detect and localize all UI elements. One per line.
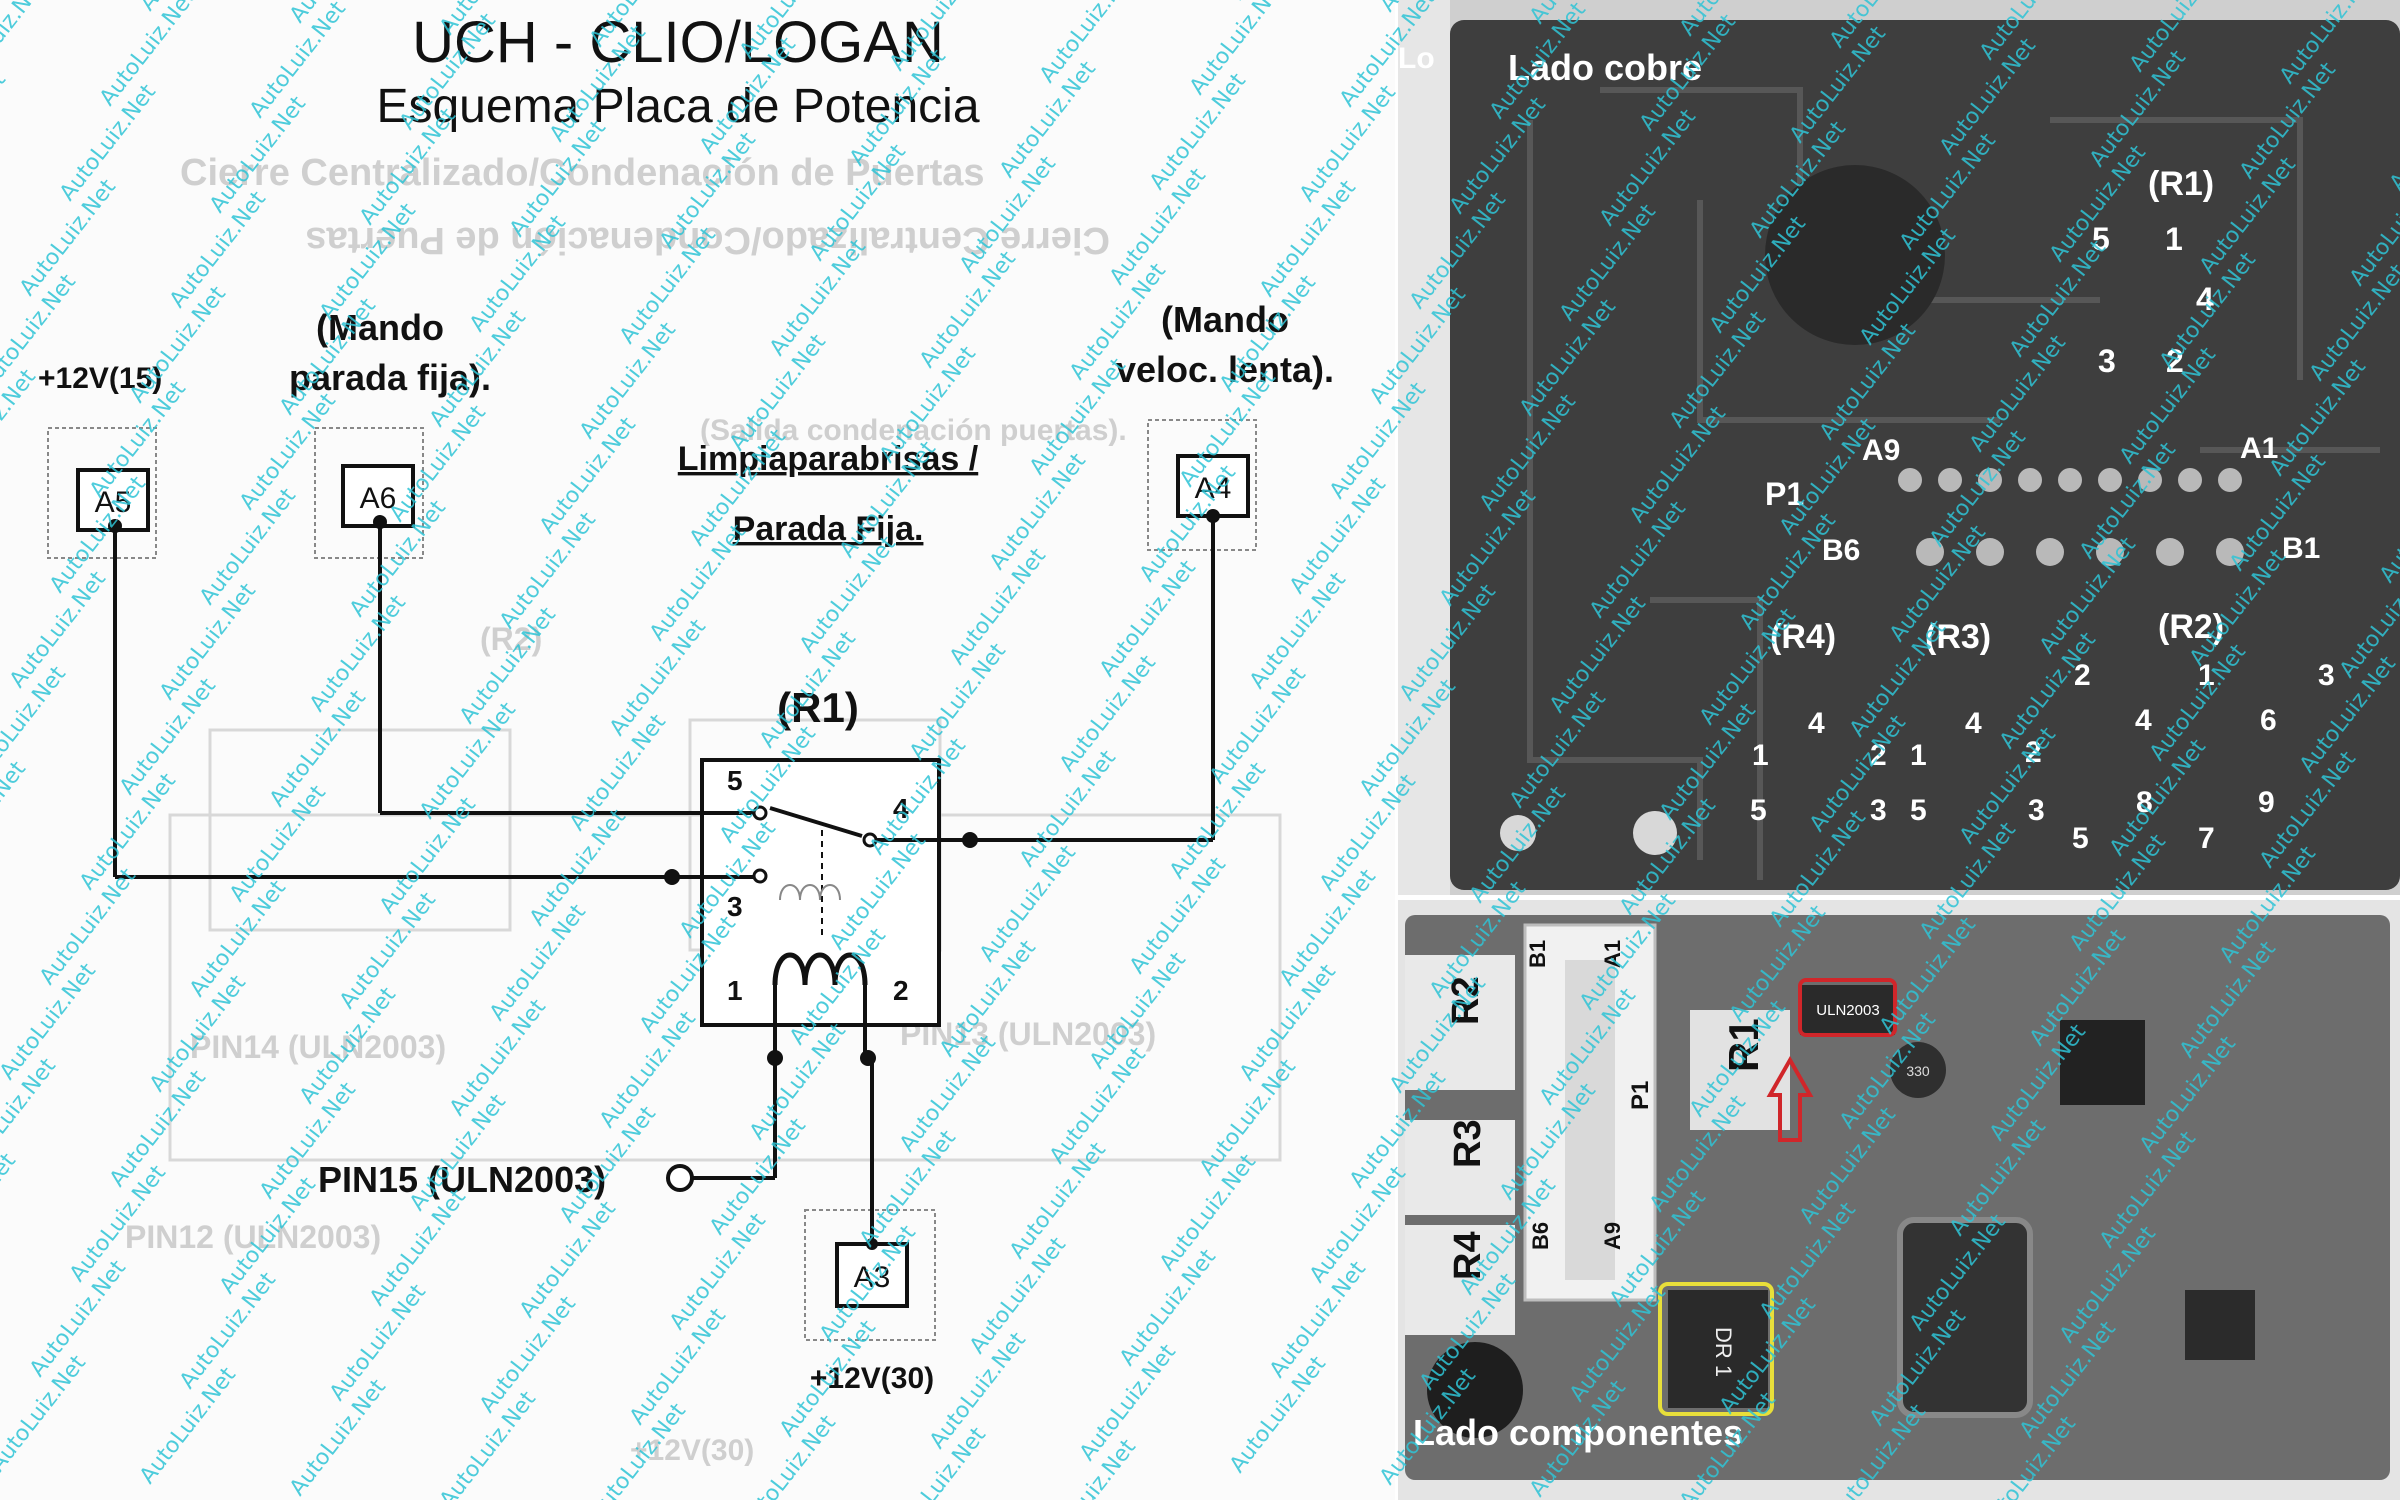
svg-text:2: 2 [1870, 739, 1887, 772]
pin-a3: A3 [804, 1209, 936, 1341]
copper-relay-r1: (R1) [2148, 165, 2214, 203]
comp-relay-r2: R2 [1445, 976, 1487, 1025]
buzzer [1427, 1342, 1523, 1438]
pin15-terminal [666, 1164, 694, 1192]
ghost-text-1: Cierre Centralizado/Condenación de Puert… [180, 152, 985, 194]
schematic-title: UCH - CLIO/LOGAN [412, 10, 944, 75]
relay-pin-1: 1 [727, 975, 743, 1006]
comp-conn-b6: B6 [1528, 1222, 1553, 1250]
relay-switch-arm [769, 806, 863, 838]
svg-text:5: 5 [2092, 221, 2110, 257]
a6-label-line2: parada fija). [289, 357, 491, 398]
svg-text:3: 3 [2098, 343, 2116, 379]
relay-coil [772, 952, 868, 986]
svg-text:1: 1 [1752, 739, 1769, 772]
comp-conn-a9: A9 [1600, 1222, 1625, 1250]
obd-connector [1897, 1217, 2033, 1418]
comp-conn-p1: P1 [1627, 1081, 1654, 1110]
copper-conn-b1: B1 [2282, 532, 2320, 565]
svg-text:1: 1 [2198, 659, 2215, 692]
a3-label: +12V(30) [810, 1362, 934, 1395]
comp-relay-r1: R1 [1720, 1018, 1767, 1072]
svg-text:4: 4 [2135, 704, 2152, 737]
ghost-text-8: +12V(30) [630, 1434, 754, 1467]
comp-conn-b1: B1 [1525, 940, 1550, 968]
comp-relay-r4: R4 [1447, 1231, 1489, 1280]
copper-partial-label: Lo [1398, 42, 1435, 75]
pin-a5-label: A5 [95, 486, 132, 519]
section-label-line1: Limpiaparabrisas / [678, 440, 979, 478]
copper-board [1450, 20, 2400, 890]
a4-label-line2: veloc. lenta). [1116, 349, 1334, 390]
svg-text:1: 1 [1910, 739, 1927, 772]
relay-pin-4: 4 [893, 793, 909, 824]
pin-a3-label: A3 [854, 1261, 891, 1294]
relay-r1: (R1) 5 4 3 1 2 [700, 684, 941, 1027]
svg-text:4: 4 [1965, 707, 1982, 740]
svg-text:8: 8 [2136, 786, 2153, 819]
a4-label-line1: (Mando [1161, 299, 1289, 340]
pin15-label: PIN15 (ULN2003) [318, 1159, 606, 1200]
ghost-text-4: PIN13 (ULN2003) [900, 1016, 1156, 1052]
ghost-text-6: (R2) [480, 621, 542, 657]
schematic-background [0, 0, 1395, 1500]
copper-relay-r3: (R3) [1925, 618, 1991, 656]
comp-conn-a1: A1 [1600, 940, 1625, 968]
relay-pin-5: 5 [727, 765, 743, 796]
dr1-label: DR 1 [1711, 1327, 1736, 1377]
ghost-text-7: (Salida condenación puertas). [700, 414, 1127, 447]
pin-a4-label: A4 [1195, 472, 1232, 505]
svg-text:6: 6 [2260, 704, 2277, 737]
pin-a6-label: A6 [360, 482, 397, 515]
svg-text:3: 3 [1870, 794, 1887, 827]
svg-text:5: 5 [1910, 794, 1927, 827]
svg-text:5: 5 [2072, 822, 2089, 855]
dr1-highlight [1658, 1282, 1774, 1416]
schematic-subtitle: Esquema Placa de Potencia [376, 80, 979, 133]
relay-r1-label: (R1) [777, 684, 859, 731]
copper-relay-r2: (R2) [2158, 608, 2224, 646]
copper-conn-p1: P1 [1765, 476, 1804, 512]
microcontroller [2060, 1020, 2145, 1105]
copper-conn-b6: B6 [1822, 534, 1860, 567]
wire-junctions [108, 509, 1220, 1250]
photo-copper-side: Lo Lado cobre (R1) (R4) (R3) (R2) A9 A1 … [1398, 0, 2400, 895]
copper-conn-a9: A9 [1862, 434, 1900, 467]
red-arrow [1766, 1055, 1814, 1142]
uln2003-highlight [1798, 978, 1897, 1037]
svg-text:9: 9 [2258, 786, 2275, 819]
capacitor-label: 330 [1906, 1063, 1930, 1079]
copper-relay-r4: (R4) [1770, 618, 1836, 656]
svg-text:2: 2 [2025, 736, 2042, 769]
components-title: Lado componentes [1413, 1412, 1743, 1453]
wiring [113, 516, 1215, 1244]
uln2003-chip-label: ULN2003 [1816, 1002, 1879, 1019]
photo-components-side: ULN2003 330 DR 1 R2 R1 R3 R4 A1 B1 P1 B6… [1398, 900, 2400, 1500]
ghost-layer: Cierre Centralizado/Condenación de Puert… [125, 152, 1282, 1467]
pin-a4: A4 [1147, 419, 1257, 551]
ghost-text-5: PIN12 (ULN2003) [125, 1219, 381, 1255]
section-label-line2: Parada Fija. [733, 510, 924, 548]
copper-title: Lado cobre [1508, 47, 1702, 88]
a6-label-line1: (Mando [316, 307, 444, 348]
svg-text:4: 4 [2196, 281, 2214, 317]
ghost-text-2: Cierre Centralizado/Condenación de Puert… [305, 219, 1110, 261]
svg-text:3: 3 [2028, 794, 2045, 827]
comp-relay-r3: R3 [1447, 1119, 1489, 1168]
svg-text:1: 1 [2165, 221, 2183, 257]
svg-text:2: 2 [2074, 659, 2091, 692]
ghost-text-3: PIN14 (ULN2003) [190, 1029, 446, 1065]
relay-pin-3: 3 [727, 891, 743, 922]
svg-text:4: 4 [1808, 707, 1825, 740]
relay-pin-2: 2 [893, 975, 909, 1006]
svg-text:5: 5 [1750, 794, 1767, 827]
svg-text:7: 7 [2198, 822, 2215, 855]
copper-conn-a1: A1 [2240, 432, 2278, 465]
a5-label: +12V(15) [38, 362, 162, 395]
svg-text:3: 3 [2318, 659, 2335, 692]
svg-text:2: 2 [2166, 343, 2184, 379]
